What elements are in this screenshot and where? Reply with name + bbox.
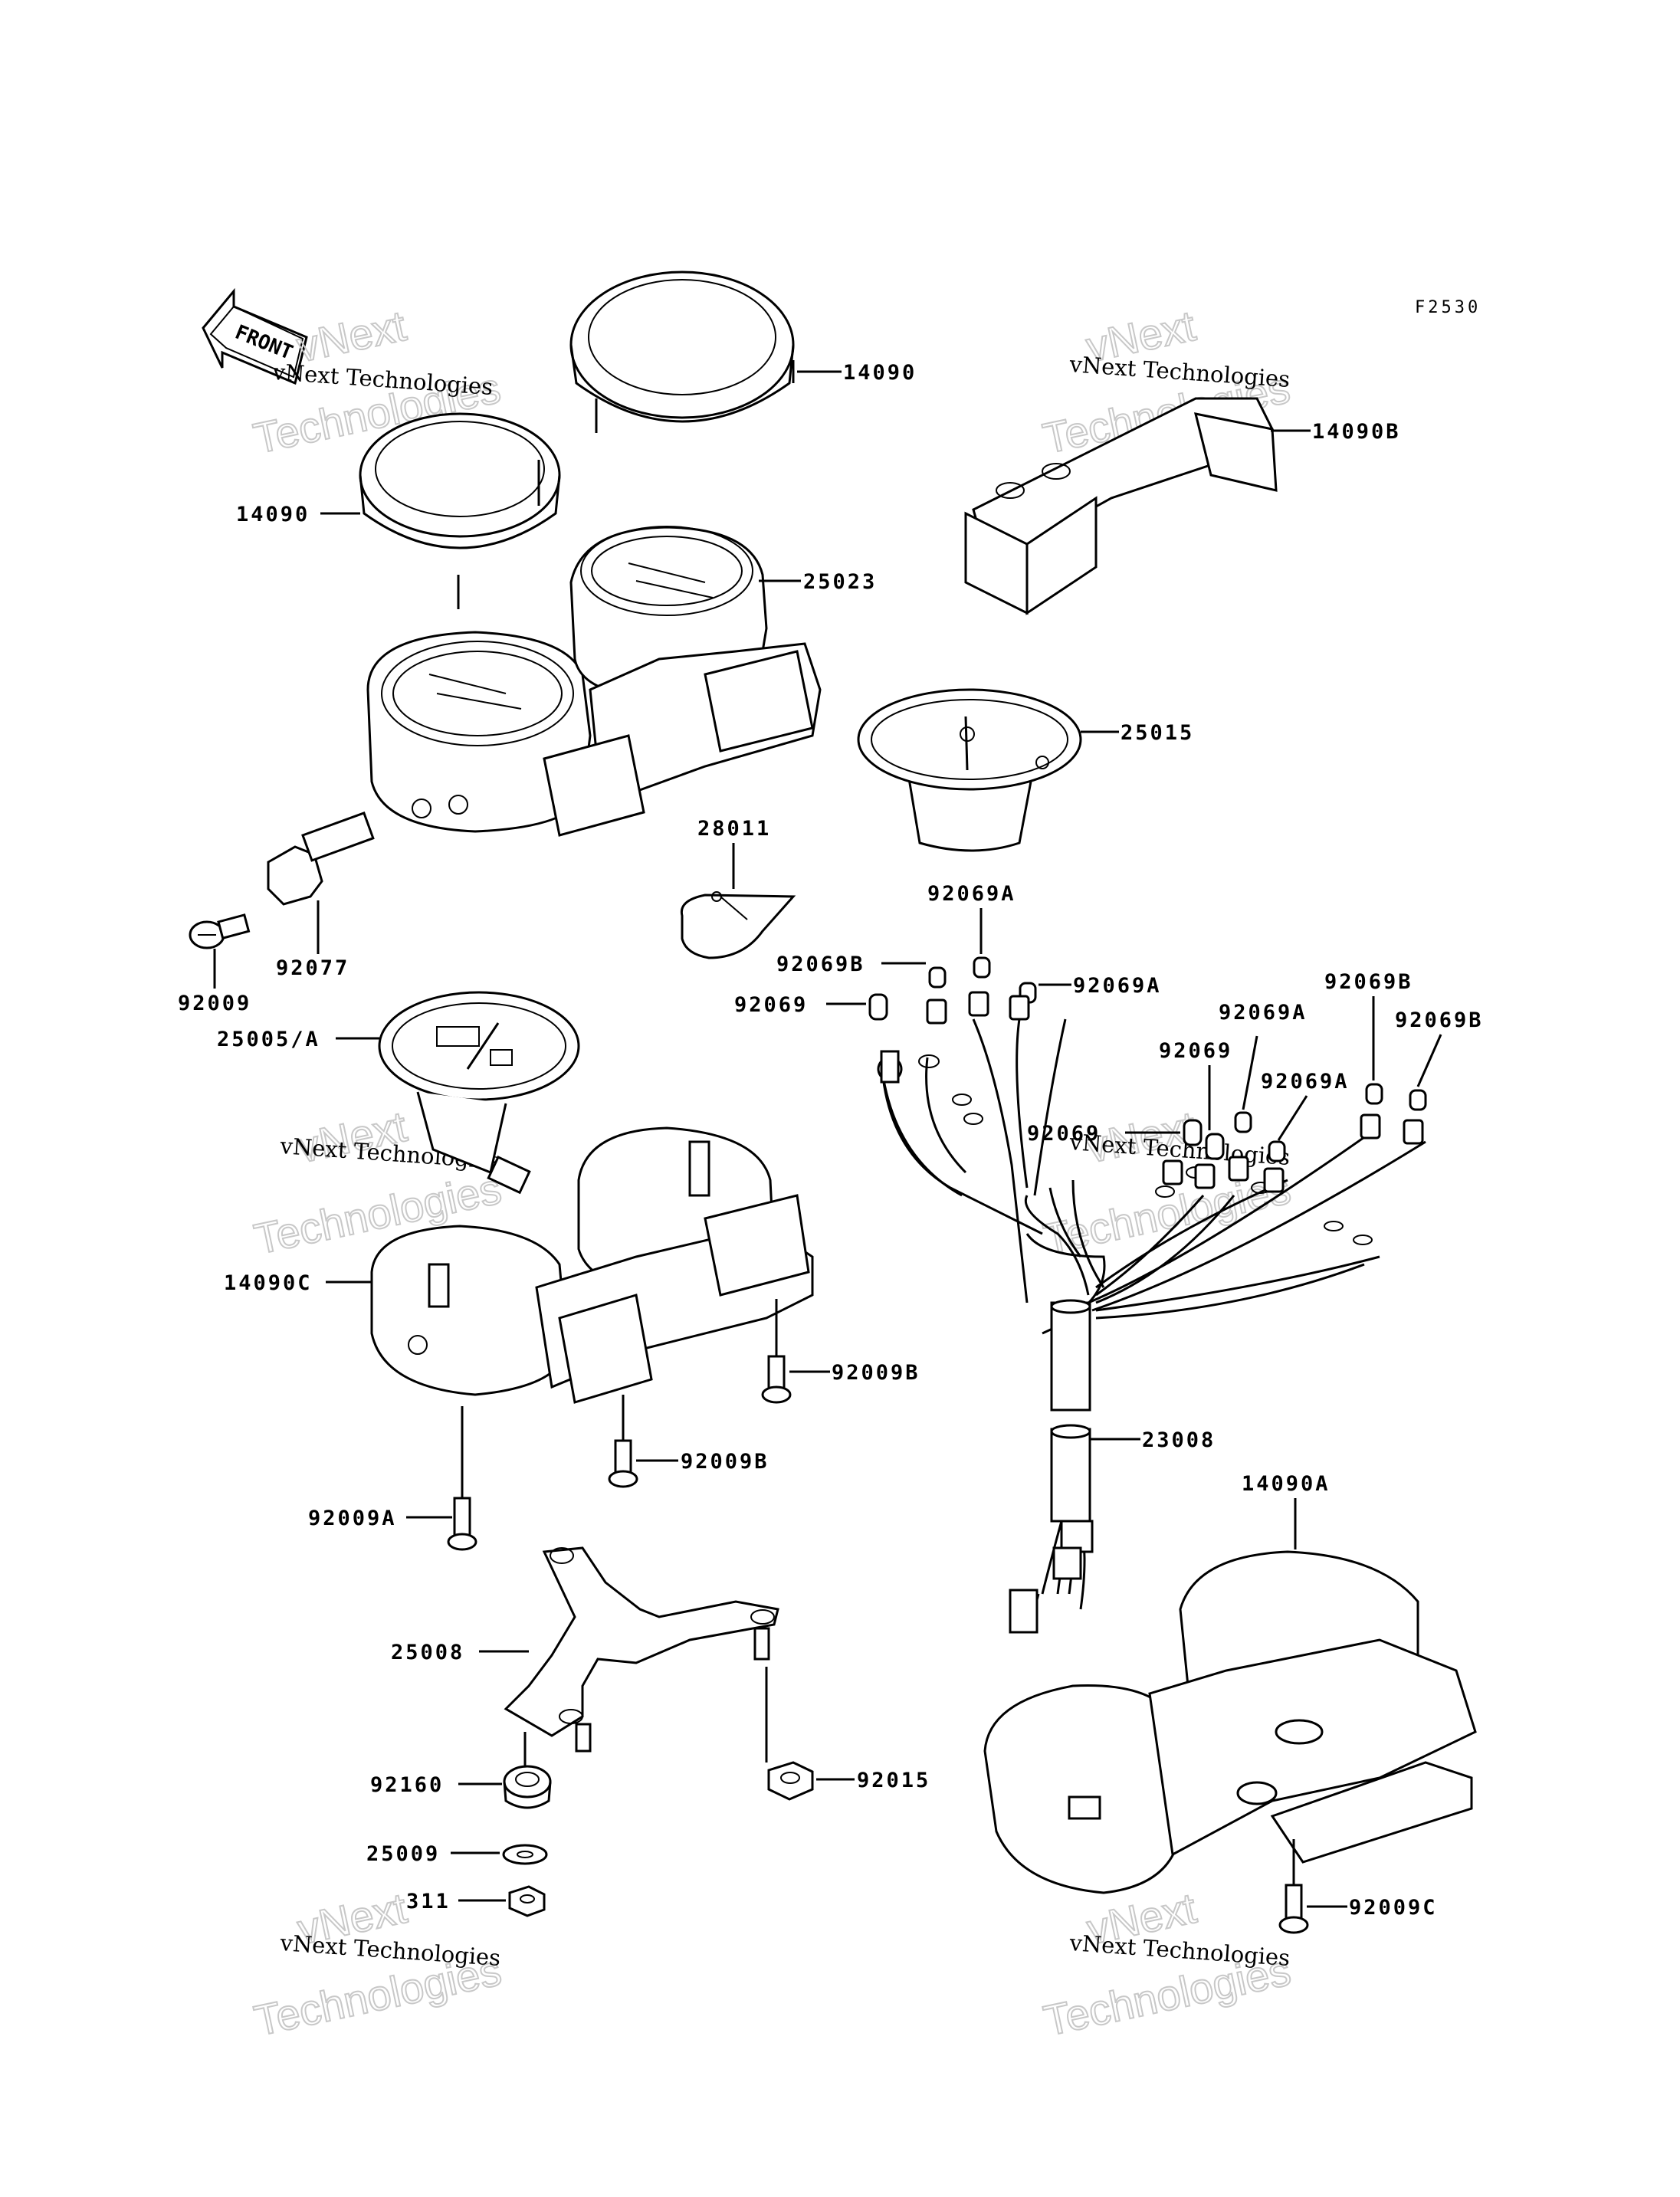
label-25009: 25009 <box>366 1842 440 1866</box>
label-92069b-3: 92069B <box>1395 1008 1484 1032</box>
label-92069b-2: 92069B <box>1324 970 1413 994</box>
label-92009a: 92009A <box>308 1507 397 1530</box>
label-92009c: 92009C <box>1349 1896 1438 1920</box>
label-311: 311 <box>406 1890 451 1913</box>
part-25005-speedo-dial[interactable] <box>378 991 580 1195</box>
label-25023: 25023 <box>803 570 877 594</box>
part-25015-tach-dial[interactable] <box>857 688 1082 852</box>
part-92009-screw[interactable] <box>189 913 251 949</box>
part-28011-indicator[interactable] <box>680 891 796 959</box>
label-92009: 92009 <box>178 992 251 1015</box>
label-92069-2: 92069 <box>1159 1039 1232 1063</box>
label-23008: 23008 <box>1142 1428 1216 1452</box>
part-92009c-screw[interactable] <box>1278 1839 1309 1934</box>
label-25015: 25015 <box>1121 721 1194 745</box>
label-92069b-1: 92069B <box>776 953 865 976</box>
part-92009a-screw[interactable] <box>447 1406 477 1551</box>
watermark-mid-right: vNext Technologies <box>1039 1101 1295 1264</box>
label-92069-1: 92069 <box>734 993 808 1017</box>
label-92069a-4: 92069A <box>1261 1070 1350 1094</box>
label-92077: 92077 <box>276 956 349 980</box>
label-14090-top: 14090 <box>843 361 917 385</box>
part-14090c-lower-case[interactable] <box>370 1126 814 1404</box>
label-92069a-3: 92069A <box>1219 1001 1308 1025</box>
label-92009b-center: 92009B <box>681 1450 769 1474</box>
watermark-text-bottom-left: vNext Technologies <box>279 1930 502 1971</box>
label-92069a-1: 92069A <box>927 882 1016 906</box>
label-92009b-right: 92009B <box>832 1361 920 1385</box>
part-25008-bracket[interactable] <box>504 1546 779 1753</box>
label-92069a-2: 92069A <box>1073 974 1162 998</box>
label-14090a: 14090A <box>1242 1472 1331 1496</box>
label-14090c: 14090C <box>224 1271 313 1295</box>
part-23008-wire-harness[interactable] <box>877 1018 1426 1634</box>
part-92009b-screw-right[interactable] <box>761 1299 792 1404</box>
part-92160-grommet[interactable] <box>503 1765 552 1809</box>
part-bulbs-sockets[interactable] <box>868 956 1427 1193</box>
label-14090b: 14090B <box>1312 420 1401 444</box>
watermark-text-bottom-right: vNext Technologies <box>1068 1930 1291 1971</box>
label-28011: 28011 <box>697 817 771 841</box>
label-92015: 92015 <box>857 1769 930 1792</box>
part-92077-knob[interactable] <box>267 812 375 906</box>
part-25009-washer[interactable] <box>502 1844 548 1865</box>
part-311-nut[interactable] <box>508 1885 546 1917</box>
figure-code: F2530 <box>1415 298 1481 317</box>
label-92069-3: 92069 <box>1027 1122 1101 1146</box>
part-14090b-cover[interactable] <box>964 397 1278 615</box>
label-92160: 92160 <box>370 1773 444 1797</box>
part-25023-meter-case[interactable] <box>366 526 822 837</box>
part-92015-nut[interactable] <box>767 1761 814 1801</box>
front-arrow-icon: FRONT <box>202 287 308 385</box>
label-14090-left: 14090 <box>236 503 310 526</box>
part-14090-top-ring[interactable] <box>569 271 795 433</box>
part-14090a-bottom-cover[interactable] <box>983 1550 1477 1894</box>
label-25008: 25008 <box>391 1641 464 1664</box>
label-25005a: 25005/A <box>217 1028 320 1051</box>
part-92009b-screw-center[interactable] <box>608 1395 638 1488</box>
part-14090-left-ring[interactable] <box>359 412 561 609</box>
